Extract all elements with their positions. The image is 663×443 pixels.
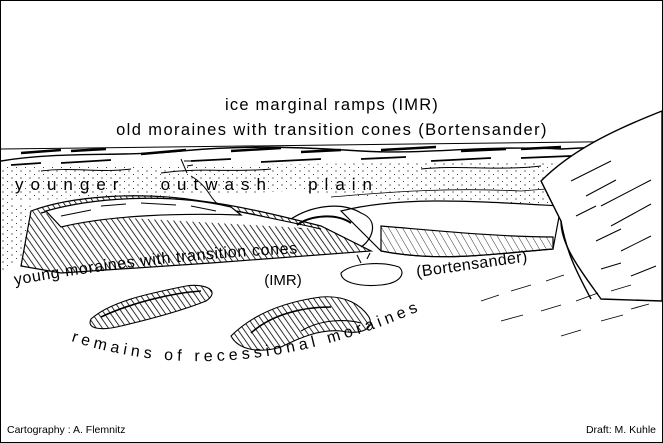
draft-credit: Draft: M. Kuhle xyxy=(586,424,656,436)
old-moraines-label: old moraines with transition cones (Bort… xyxy=(116,121,548,139)
imr-small-label: (IMR) xyxy=(264,272,302,289)
recessional-moraine-left xyxy=(90,285,212,328)
cartography-credit: Cartography : A. Flemnitz xyxy=(7,424,125,436)
outwash-plain-label: younger outwash plain xyxy=(15,175,379,194)
right-cliff xyxy=(541,111,662,301)
imr-label: ice marginal ramps (IMR) xyxy=(225,96,439,114)
small-mound xyxy=(341,253,402,286)
